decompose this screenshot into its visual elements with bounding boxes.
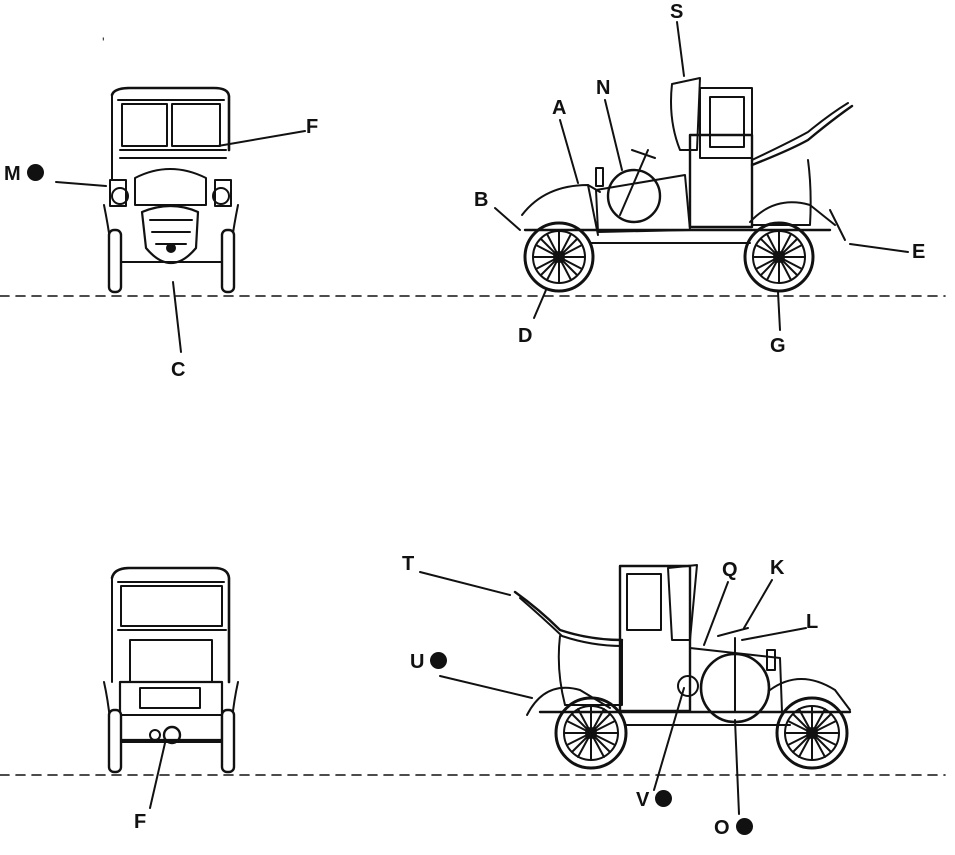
- leader-O: [735, 720, 739, 814]
- filled-dot-icon: [26, 164, 44, 182]
- leader-K: [744, 580, 772, 628]
- side-view-right: [420, 565, 850, 814]
- label-V-text: V: [636, 789, 650, 811]
- label-T: T: [402, 553, 415, 575]
- label-M-text: M: [4, 163, 21, 185]
- filled-dot-icon: [655, 790, 673, 808]
- front-view: [56, 88, 305, 352]
- filled-dot-icon: [430, 652, 448, 670]
- leader-G: [778, 292, 780, 330]
- leader-F-bottom: [150, 743, 165, 808]
- filled-dot-icon: [735, 818, 753, 836]
- label-U: U: [410, 651, 448, 673]
- leader-L: [742, 628, 806, 640]
- leader-D: [534, 290, 546, 318]
- leader-F-top: [218, 131, 305, 146]
- leader-T: [420, 572, 510, 595]
- leader-C: [173, 282, 181, 352]
- leader-B: [495, 208, 520, 230]
- leader-Q: [704, 582, 728, 645]
- label-V: V: [636, 789, 673, 811]
- leader-V: [654, 688, 684, 790]
- label-U-text: U: [410, 651, 425, 673]
- label-B: B: [474, 189, 489, 211]
- label-C: C: [171, 359, 186, 381]
- leader-S: [677, 22, 684, 76]
- leader-N: [605, 100, 622, 170]
- label-K: K: [770, 557, 785, 579]
- label-F-bottom: F: [134, 811, 147, 833]
- label-O-text: O: [714, 817, 730, 839]
- leader-M: [56, 182, 106, 186]
- label-E: E: [912, 241, 926, 263]
- label-N: N: [596, 77, 611, 99]
- label-D: D: [518, 325, 533, 347]
- label-G: G: [770, 335, 786, 357]
- label-A: A: [552, 97, 567, 119]
- label-O: O: [714, 818, 753, 838]
- stray-mark: ': [102, 34, 105, 50]
- label-L: L: [806, 611, 819, 633]
- label-Q: Q: [722, 559, 738, 581]
- label-S: S: [670, 1, 684, 23]
- leader-E: [850, 244, 908, 252]
- rear-view: [104, 568, 238, 808]
- side-view-left: [495, 22, 908, 330]
- leader-A: [560, 120, 578, 183]
- leader-U: [440, 676, 532, 698]
- label-M: M: [4, 164, 44, 184]
- label-F-top: F: [306, 116, 319, 138]
